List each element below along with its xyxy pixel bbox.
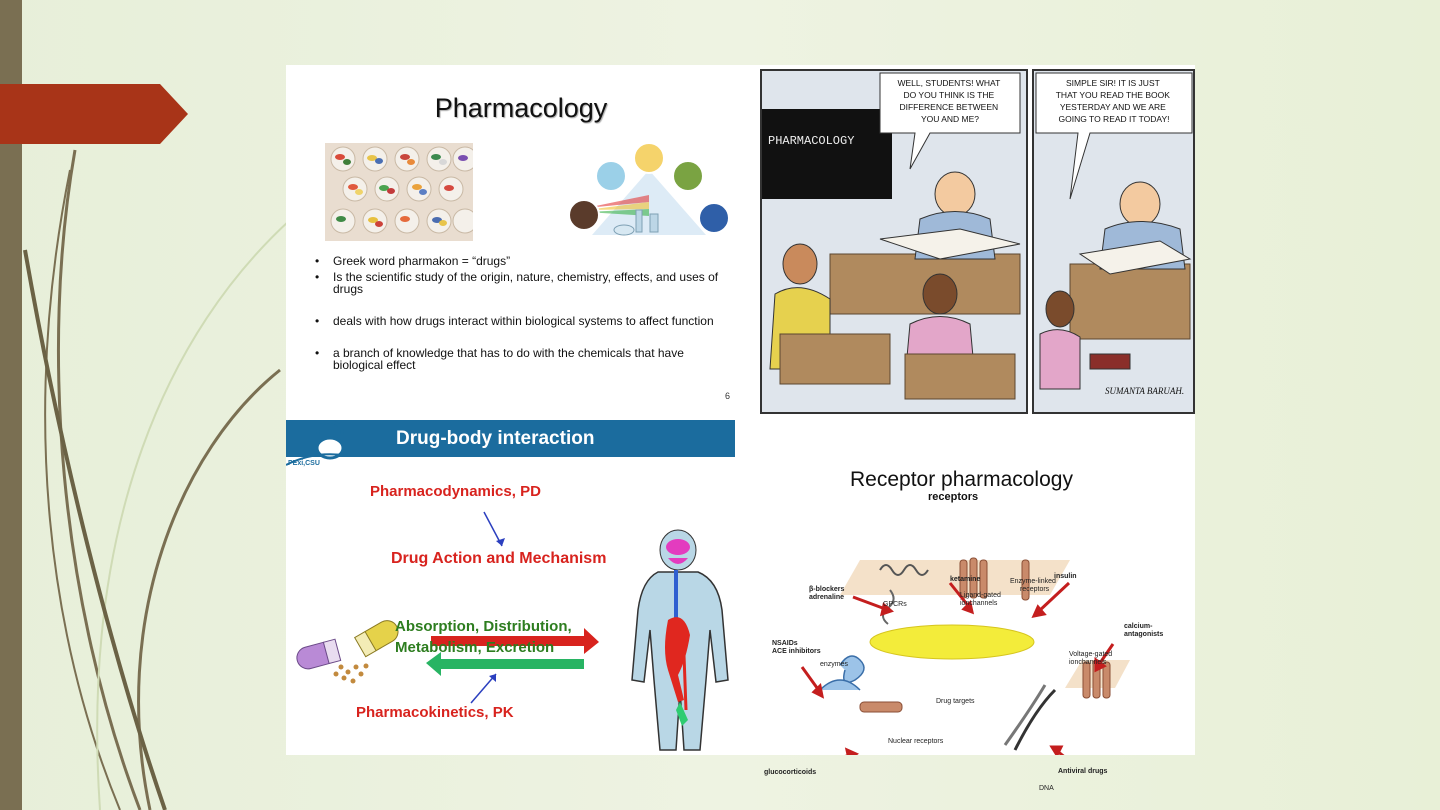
drug-body-diagram <box>296 511 729 751</box>
label-enzyme-linked-line: Enzyme-linked <box>1010 578 1056 585</box>
label-ligand-gated-line: ionchannels <box>960 600 998 607</box>
bullet-item: Is the scientific study of the origin, n… <box>313 271 733 295</box>
label-ace-line: ACE inhibitors <box>772 648 821 655</box>
comic-student-line: SIMPLE SIR! IT IS JUST <box>1066 78 1160 88</box>
comic-student-line: YESTERDAY AND WE ARE <box>1060 102 1166 112</box>
comic-teacher-line: YOU AND ME? <box>921 114 979 124</box>
label-calcium-line: calcium- <box>1124 623 1153 630</box>
comic-student-line: GOING TO READ IT TODAY! <box>1059 114 1170 124</box>
csu-logo-text: PExi,CSU <box>288 460 320 467</box>
label-voltage-gated-line: ionchannels <box>1069 659 1107 666</box>
pharmacology-bullet-list: Greek word pharmakon = “drugs” Is the sc… <box>313 255 733 371</box>
comic-board-text: PHARMACOLOGY <box>768 134 854 148</box>
label-enzyme-linked-line: receptors <box>1020 586 1050 593</box>
comic-teacher-line: DIFFERENCE BETWEEN <box>899 102 998 112</box>
receptor-pharmacology-title: Receptor pharmacology <box>850 468 1073 491</box>
pills-photo <box>325 143 473 241</box>
slide-number: 6 <box>725 391 731 401</box>
pharmacology-comic-strip: PHARMACOLOGY WELL, STUDENTS! WHAT DO YOU… <box>760 69 1195 414</box>
drug-body-title: Drug-body interaction <box>396 428 595 449</box>
label-ketamine: ketamine <box>950 576 981 583</box>
label-antiviral-drugs: Antiviral drugs <box>1058 768 1108 775</box>
drug-body-header-bar: Drug-body interaction <box>286 420 735 457</box>
decorative-swoosh-lines <box>23 149 291 810</box>
label-voltage-gated-line: Voltage-gated <box>1069 651 1113 658</box>
comic-student-line: THAT YOU READ THE BOOK <box>1056 90 1170 100</box>
adme-label: Absorption, Distribution, Metabolism, Ex… <box>395 616 572 658</box>
label-enzyme-linked: Enzyme-linked receptors <box>1010 578 1056 594</box>
drug-body-interaction-slide: Drug-body interaction PExi,CSU <box>286 420 736 755</box>
svg-text:SIMPLE SIR! IT IS JUST T: SIMPLE SIR! IT IS JUST THAT YOU READ THE… <box>1056 78 1173 124</box>
comic-teacher-line: DO YOU THINK IS THE <box>903 90 994 100</box>
label-insulin: insulin <box>1054 573 1077 580</box>
label-beta-blockers-line: β-blockers <box>809 586 845 593</box>
label-ligand-gated-line: Ligand-gated <box>960 592 1001 599</box>
label-nsaids-line: NSAIDs <box>772 640 798 647</box>
label-calcium-antagonists: calcium- antagonists <box>1124 623 1163 639</box>
adme-line-1: Absorption, Distribution, <box>395 618 572 635</box>
arrow-tab-shape <box>0 84 188 144</box>
label-enzymes: enzymes <box>820 661 849 668</box>
label-voltage-gated: Voltage-gated ionchannels <box>1069 651 1112 667</box>
label-gpcrs: GPCRs <box>883 601 907 608</box>
pharmacokinetics-label: Pharmacokinetics, PK <box>356 704 514 721</box>
receptors-subtitle: receptors <box>928 491 979 503</box>
label-drug-targets: Drug targets <box>936 698 975 705</box>
label-ligand-gated: Ligand-gated ionchannels <box>960 592 1001 608</box>
bullet-item: Greek word pharmakon = “drugs” <box>313 255 733 267</box>
receptor-pharmacology-slide: Receptor pharmacology receptors <box>760 420 1195 792</box>
pharmacology-title: Pharmacology <box>434 93 608 123</box>
label-nsaids: NSAIDs ACE inhibitors <box>772 640 821 656</box>
pharmacology-slide: Pharmacology <box>286 65 754 419</box>
bullet-item: deals with how drugs interact within bio… <box>313 315 733 327</box>
comic-signature: SUMANTA BARUAH. <box>1105 386 1184 396</box>
receptor-diagram <box>800 557 1130 755</box>
label-glucocorticoids: glucocorticoids <box>764 769 817 776</box>
image-collage: Pharmacology <box>286 65 1195 792</box>
left-accent-bar <box>0 0 22 810</box>
bullet-item: a branch of knowledge that has to do wit… <box>313 347 733 371</box>
label-dna: DNA <box>1039 785 1054 792</box>
comic-teacher-line: WELL, STUDENTS! WHAT <box>897 78 1000 88</box>
pharmacodynamics-label: Pharmacodynamics, PD <box>370 483 541 500</box>
label-adrenaline-line: adrenaline <box>809 594 845 601</box>
adme-line-2: Metabolism, Excretion <box>395 639 555 656</box>
science-icons-illustration <box>568 142 730 236</box>
drug-action-label: Drug Action and Mechanism <box>391 550 607 567</box>
label-nuclear-receptors: Nuclear receptors <box>888 738 944 745</box>
svg-text:WELL, STUDENTS! WHAT DO: WELL, STUDENTS! WHAT DO YOU THINK IS THE… <box>897 78 1002 124</box>
label-beta-blockers: β-blockers adrenaline <box>809 586 844 602</box>
label-calcium-line: antagonists <box>1124 631 1164 638</box>
csu-logo-icon <box>286 420 348 466</box>
